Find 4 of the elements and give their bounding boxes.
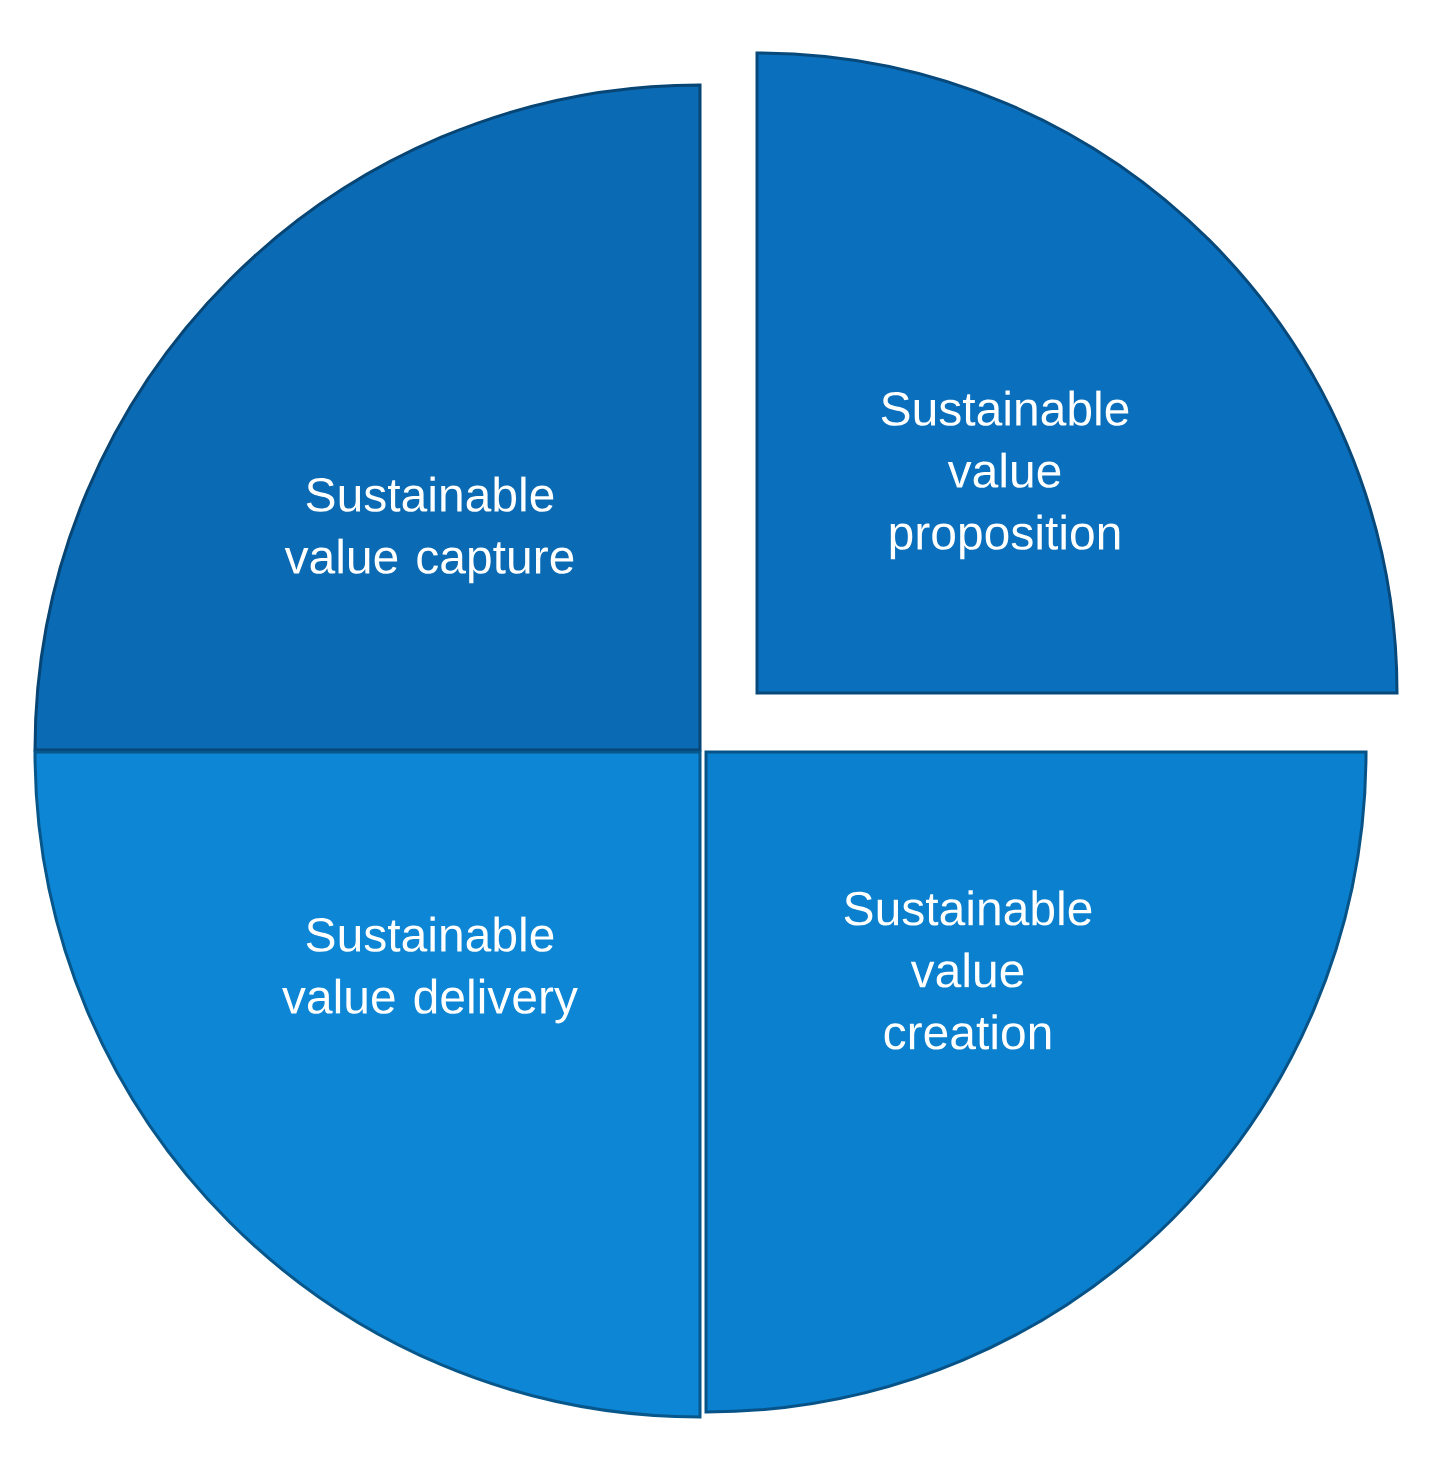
pie-sector: Sustainable value capture: [33, 83, 702, 752]
pie-sector: Sustainable value proposition: [755, 51, 1399, 695]
pie-sector: Sustainable value creation: [704, 750, 1368, 1414]
pie-sector: Sustainable value delivery: [33, 750, 702, 1419]
